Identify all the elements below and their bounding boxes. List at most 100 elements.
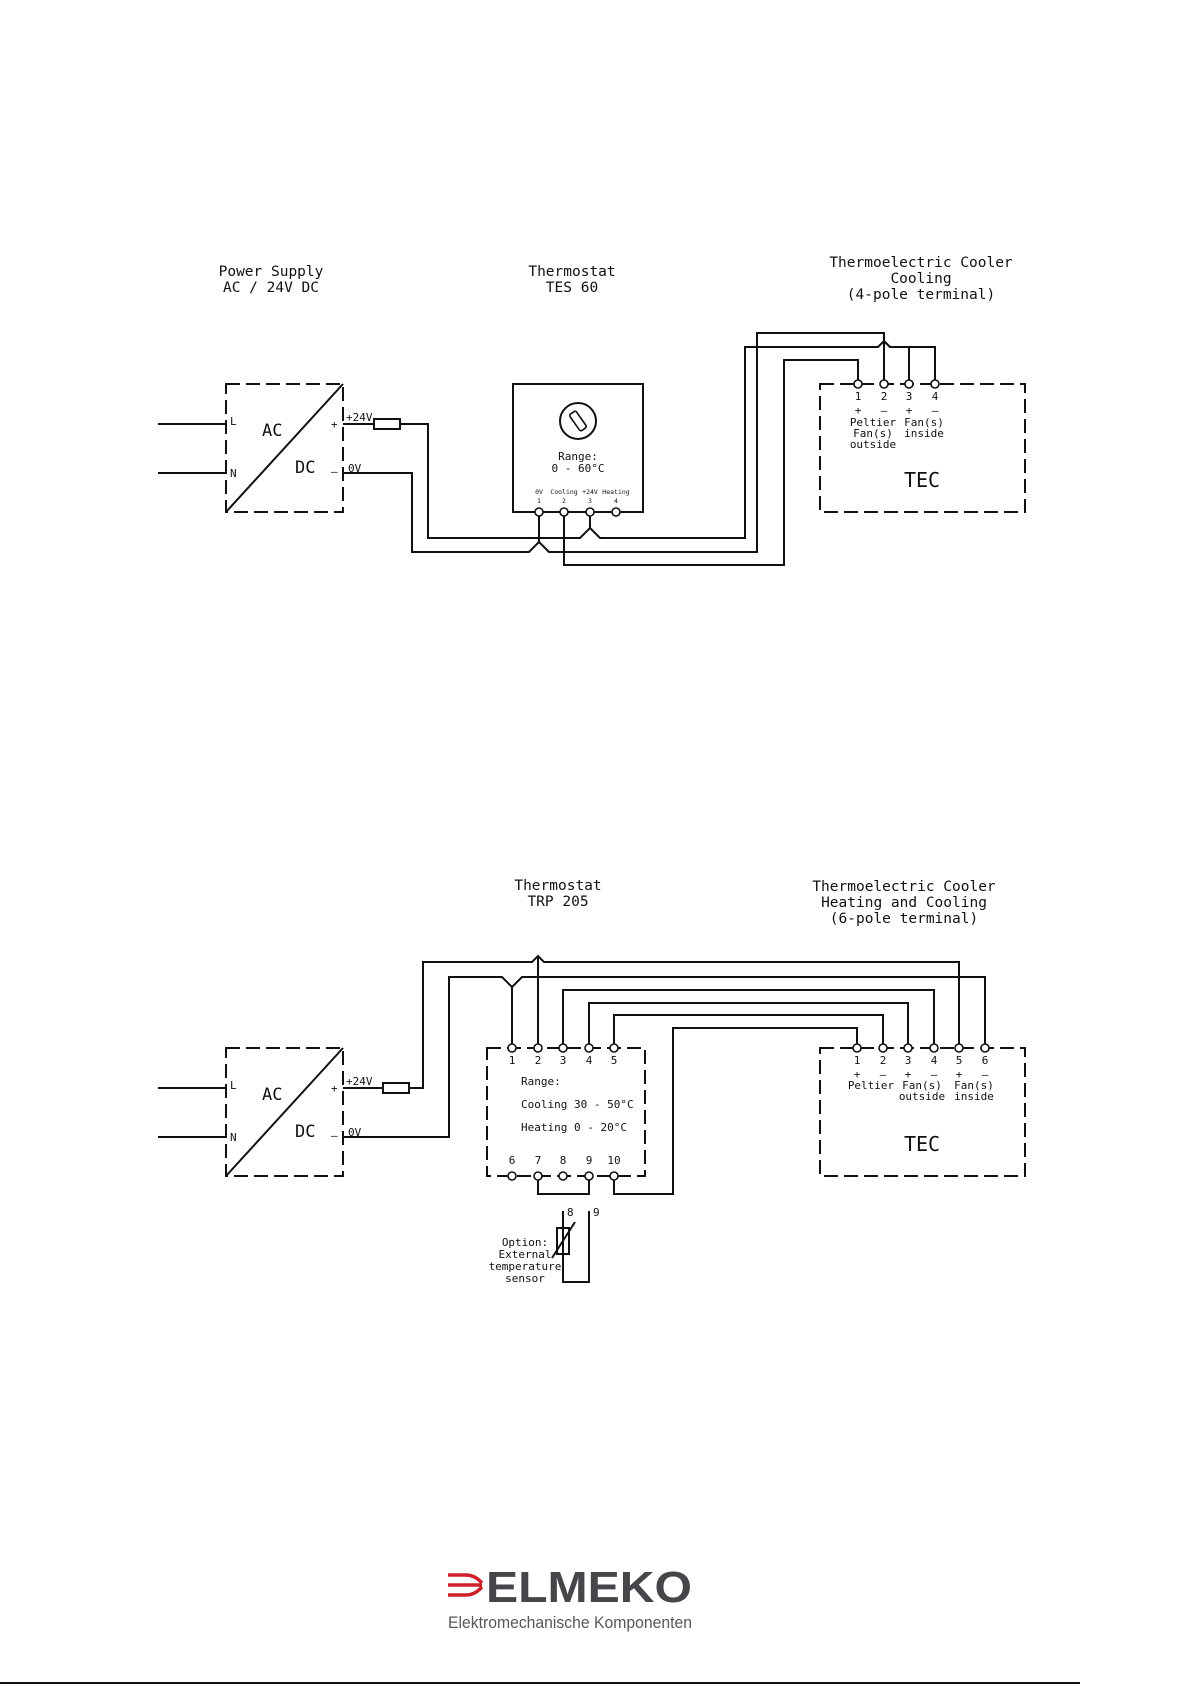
logo-brand: ELMEKO [486, 1563, 692, 1612]
trp-top-num-1: 1 [509, 1054, 516, 1067]
tec2-terminal-num-1: 1 [854, 1054, 861, 1067]
wire-t5-to-tec2 [613, 1014, 884, 1048]
ac-dc-diagonal [225, 1047, 344, 1177]
terminal-dot [558, 1043, 568, 1053]
tec2-terminal-num-3: 3 [905, 1054, 912, 1067]
tec-box-1: 1 2 3 4 + – + – Peltier Fan(s) outside F… [819, 383, 1026, 513]
tec1-group1-line2: Fan(s) [853, 427, 893, 440]
tec2-terminal-num-6: 6 [982, 1054, 989, 1067]
fuse-icon [382, 1082, 410, 1094]
thermistor-slash [551, 1221, 576, 1259]
elmeko-mark-icon [448, 1573, 484, 1597]
out-0v-label: 0V [348, 1126, 362, 1139]
minus-sign: – [331, 1129, 338, 1142]
trp-cooling-range: Cooling 30 - 50°C [521, 1098, 634, 1111]
terminal-dot [903, 1043, 913, 1053]
tes60-terminal-num-4: 4 [614, 497, 618, 505]
pin-l-label: L [230, 1079, 237, 1092]
tec2-group3-line2: inside [954, 1090, 994, 1103]
thermostat-tes60-title-1: Thermostat [528, 264, 615, 280]
terminal-dot [584, 1043, 594, 1053]
pin-n-label: N [230, 1131, 237, 1144]
terminal-dot [534, 507, 544, 517]
pin-n-label: N [230, 467, 237, 480]
thermistor-icon [556, 1227, 570, 1255]
external-sensor: 8 9 Option: External temperature sensor [489, 1176, 600, 1285]
terminal-dot [585, 507, 595, 517]
tes60-terminal-name-3: +24V [582, 488, 598, 496]
trp-bottom-num-10: 10 [607, 1154, 620, 1167]
trp-bottom-num-7: 7 [535, 1154, 542, 1167]
tec-cooler-title-3: (4-pole terminal) [847, 287, 995, 303]
tec2-polarity-1: + [854, 1068, 861, 1081]
pin-l-label: L [230, 415, 237, 428]
dial-pointer-icon [568, 410, 588, 432]
logo-tagline: Elektromechanische Komponenten [448, 1613, 692, 1632]
terminal-dot [853, 379, 863, 389]
terminal-dot [929, 1043, 939, 1053]
terminal-dot [533, 1043, 543, 1053]
thermostat-trp205: 1 2 3 4 5 Range: Cooling 30 - 50°C Heati… [486, 1047, 646, 1177]
terminal-dot [558, 1171, 568, 1181]
terminal-dot [879, 379, 889, 389]
tec1-group1-line3: outside [850, 438, 896, 451]
tec-box [819, 1047, 1026, 1177]
sensor-label-3: temperature [489, 1260, 562, 1273]
ac-dc-diagonal [225, 383, 344, 513]
plus-sign: + [331, 418, 338, 431]
sensor-label-1: Option: [502, 1236, 548, 1249]
minus-sign: – [331, 465, 338, 478]
terminal-dot [584, 1171, 594, 1181]
tec1-name: TEC [904, 468, 940, 492]
tes60-terminal-num-2: 2 [562, 497, 566, 505]
wire-branch [883, 340, 891, 348]
trp-top-num-5: 5 [611, 1054, 618, 1067]
tec2-polarity-5: + [956, 1068, 963, 1081]
out-0v-label: 0V [348, 462, 362, 475]
wire-t10-to-tec1 [613, 1027, 858, 1195]
sensor-pin-9: 9 [593, 1206, 600, 1219]
thermostat-tes60: Range: 0 - 60°C 0V Cooling +24V Heating … [512, 383, 644, 513]
terminal-dot [611, 507, 621, 517]
tec2-polarity-2: – [880, 1068, 887, 1081]
tec1-polarity-1: + [855, 404, 862, 417]
tec-box-2: 1 2 3 4 5 6 + – + – + – Peltier Fan(s) o… [819, 1047, 1026, 1177]
out-24v-label: +24V [346, 411, 373, 424]
tec2-polarity-4: – [931, 1068, 938, 1081]
terminal-dot [954, 1043, 964, 1053]
wire-t3-to-tec3 [589, 339, 910, 539]
sensor-pin-8: 8 [567, 1206, 574, 1219]
wire-24v-bus [409, 954, 960, 1089]
terminal-dot [533, 1171, 543, 1181]
tec2-terminal-num-2: 2 [880, 1054, 887, 1067]
trp-top-num-4: 4 [586, 1054, 593, 1067]
sensor-label-2: External [499, 1248, 552, 1261]
power-supply-title-2: AC / 24V DC [223, 280, 319, 296]
tec-cooler-title-1: Thermoelectric Cooler [829, 255, 1013, 271]
trp-top-num-2: 2 [535, 1054, 542, 1067]
tec1-group1-line1: Peltier [850, 416, 897, 429]
wire-t4-to-tec3 [588, 1002, 909, 1048]
trp-bottom-num-8: 8 [560, 1154, 567, 1167]
tec1-polarity-3: + [906, 404, 913, 417]
wire-t2-to-tec1 [563, 359, 859, 566]
trp-bottom-num-9: 9 [586, 1154, 593, 1167]
diagram-2: Thermostat TRP 205 Thermoelectric Cooler… [158, 878, 1026, 1285]
thermostat-trp205-title-2: TRP 205 [527, 894, 588, 910]
thermostat-tes60-title-2: TES 60 [546, 280, 598, 296]
tec2-title-1: Thermoelectric Cooler [812, 879, 996, 895]
power-supply-title-1: Power Supply [219, 264, 324, 280]
tes60-range-label: Range: [558, 450, 598, 463]
thermostat-box [512, 383, 644, 513]
terminal-dot [507, 1043, 517, 1053]
trp-range-label: Range: [521, 1075, 561, 1088]
wires-diagram-2 [343, 954, 986, 1195]
tes60-terminal-num-1: 1 [537, 497, 541, 505]
tec2-title-2: Heating and Cooling [821, 895, 987, 911]
trp-heating-range: Heating 0 - 20°C [521, 1121, 627, 1134]
out-24v-label: +24V [346, 1075, 373, 1088]
power-supply-box [225, 1047, 344, 1177]
sensor-wires [562, 1211, 590, 1283]
tec2-terminal-num-4: 4 [931, 1054, 938, 1067]
